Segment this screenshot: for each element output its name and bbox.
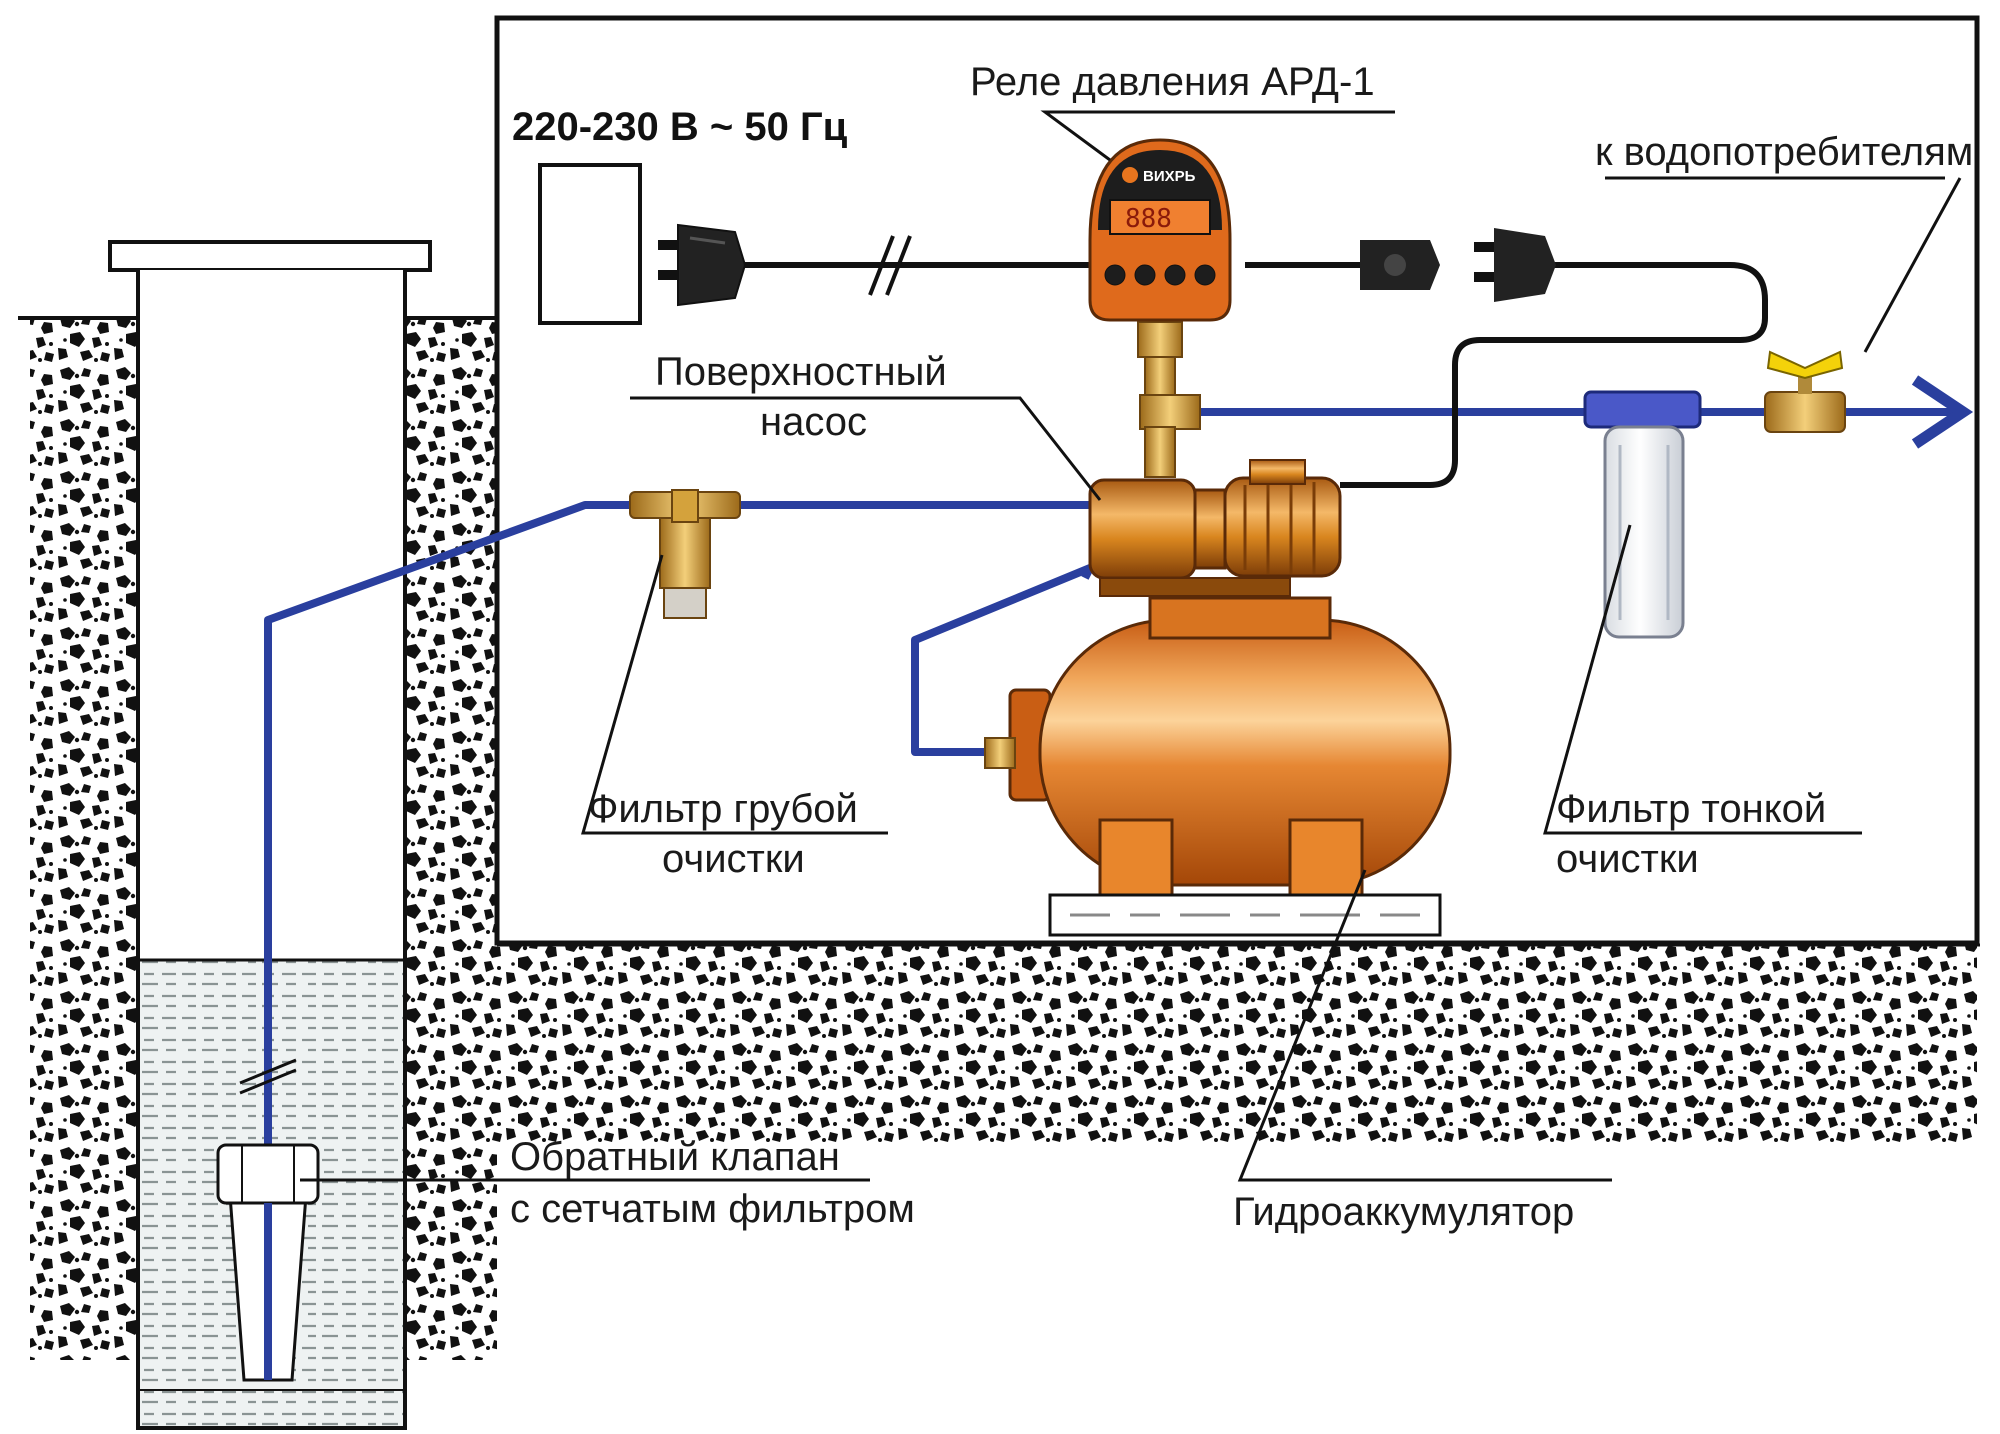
coarse-filter [629,489,741,619]
pipe-break-mark-2 [239,1068,297,1095]
fine-filter [1583,390,1702,639]
water-pipes [264,375,1974,1380]
coarse-filter-label-1: Фильтр грубой [588,787,858,831]
suction-pipe [264,501,630,1380]
check-valve [216,1143,320,1382]
pump-plug [1474,228,1556,302]
labels: 220-230 В ~ 50 Гц Реле давления АРД-1 к … [510,60,1973,1234]
cable-break-mark [868,235,912,296]
brass-tee-fitting [1139,356,1201,478]
relay-display: 888 [1125,204,1172,234]
leader-lines [300,110,1962,1182]
relay-brand: ВИХРЬ [1143,168,1196,185]
relay-button-4[interactable] [1194,264,1216,286]
check-valve-label-2: с сетчатым фильтром [510,1187,915,1231]
soil [18,316,1980,1360]
surface-pump-label-1: Поверхностный [655,350,947,394]
pressure-relay: ВИХРЬ 888 [1088,138,1232,358]
power-plug [658,223,747,307]
fine-filter-label-1: Фильтр тонкой [1556,787,1826,831]
accumulator-hose [911,564,1094,756]
surface-pump-label-2: насос [760,400,867,444]
surface-pump [1088,459,1342,597]
coarse-filter-label-2: очистки [662,837,805,881]
relay-output-socket [1360,240,1440,290]
check-valve-label-1: Обратный клапан [510,1135,840,1179]
fine-filter-label-2: очистки [1556,837,1699,881]
relay-button-1[interactable] [1104,264,1126,286]
pipe-break-mark [239,1058,297,1085]
consumers-label: к водопотребителям [1595,130,1973,174]
power-label: 220-230 В ~ 50 Гц [512,105,848,149]
power-socket [538,163,642,325]
relay-button-3[interactable] [1164,264,1186,286]
hydro-accumulator [984,596,1452,937]
ball-valve [1764,350,1846,433]
pressure-relay-label: Реле давления АРД-1 [970,60,1375,104]
power-cable [735,262,1768,488]
accumulator-label: Гидроаккумулятор [1233,1190,1574,1234]
relay-button-2[interactable] [1134,264,1156,286]
